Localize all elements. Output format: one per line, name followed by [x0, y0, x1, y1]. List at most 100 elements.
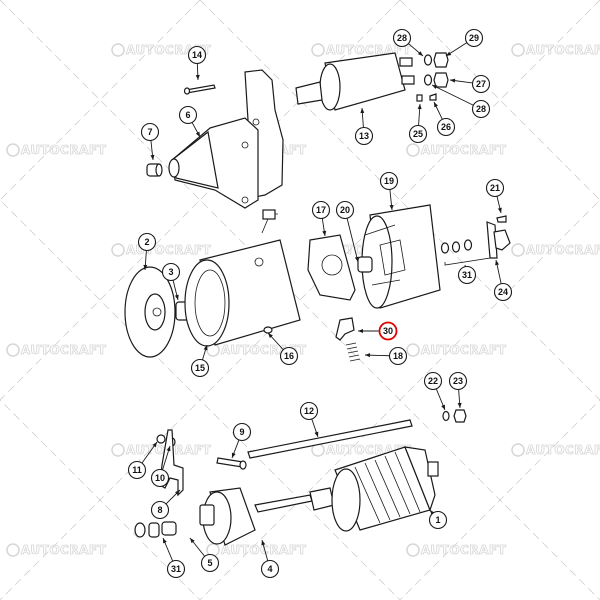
callout-circle — [423, 371, 443, 391]
callout-24[interactable]: 24 — [493, 282, 513, 302]
callout-circle — [150, 468, 170, 488]
arrow-head-icon — [268, 333, 273, 339]
callout-circle — [335, 200, 355, 220]
callout-circle — [428, 510, 448, 530]
callout-16[interactable]: 16 — [279, 346, 299, 366]
callout-circle — [493, 282, 513, 302]
callout-2[interactable]: 2 — [137, 232, 157, 252]
callout-circle — [187, 45, 207, 65]
callout-9[interactable]: 9 — [232, 422, 252, 442]
arrow-head-icon — [175, 490, 180, 495]
arrow-head-icon — [360, 108, 365, 114]
arrow-head-icon — [446, 51, 452, 56]
callout-label: 12 — [304, 406, 314, 416]
part-washers-nuts-27-29 — [416, 52, 449, 102]
callout-25[interactable]: 25 — [408, 124, 428, 144]
callout-27[interactable]: 27 — [471, 74, 491, 94]
watermark: AUTOCRAFT — [406, 143, 506, 157]
callout-circle — [190, 358, 210, 378]
callout-17[interactable]: 17 — [311, 200, 331, 220]
watermark: AUTOCRAFT — [111, 243, 211, 257]
arrow-head-icon — [417, 51, 423, 56]
callout-14[interactable]: 14 — [187, 45, 207, 65]
callout-circle — [471, 99, 491, 119]
arrow-head-icon — [174, 294, 179, 300]
callout-circle — [260, 559, 280, 579]
callout-label: 25 — [413, 129, 423, 139]
watermark-text: AUTOCRAFT — [526, 43, 600, 57]
part-armature-1 — [254, 446, 439, 532]
callout-1[interactable]: 1 — [428, 510, 448, 530]
callout-20[interactable]: 20 — [335, 200, 355, 220]
callout-label: 1 — [435, 515, 440, 525]
arrow-head-icon — [143, 264, 148, 270]
arrow-head-icon — [495, 260, 500, 266]
callout-26[interactable]: 26 — [436, 117, 456, 137]
callout-30[interactable]: 30 — [378, 321, 398, 341]
watermark-text: AUTOCRAFT — [21, 343, 107, 357]
callout-label: 15 — [195, 363, 205, 373]
callout-label: 19 — [384, 176, 394, 186]
callout-11[interactable]: 11 — [127, 460, 147, 480]
callout-12[interactable]: 12 — [299, 401, 319, 421]
callout-label: 17 — [316, 205, 326, 215]
callout-label: 30 — [383, 326, 393, 336]
callout-label: 10 — [155, 473, 165, 483]
watermark: AUTOCRAFT — [406, 543, 507, 557]
callout-label: 18 — [393, 351, 403, 361]
callout-19[interactable]: 19 — [379, 171, 399, 191]
callout-label: 5 — [207, 558, 212, 568]
callout-3[interactable]: 3 — [161, 262, 181, 282]
callout-circle — [299, 401, 319, 421]
callout-18[interactable]: 18 — [388, 346, 408, 366]
callout-label: 16 — [284, 351, 294, 361]
watermark-text: AUTOCRAFT — [221, 543, 307, 557]
callout-label: 20 — [340, 205, 350, 215]
callout-circle — [137, 232, 157, 252]
callout-label: 24 — [498, 287, 508, 297]
part-bolt-14 — [183, 84, 216, 95]
callout-10[interactable]: 10 — [150, 468, 170, 488]
callout-7[interactable]: 7 — [140, 122, 160, 142]
callout-circle — [354, 126, 374, 146]
callout-29[interactable]: 29 — [464, 28, 484, 48]
part-end-cover-19 — [357, 204, 441, 309]
callout-31[interactable]: 31 — [166, 559, 186, 579]
callout-31[interactable]: 31 — [457, 265, 477, 285]
callout-5[interactable]: 5 — [200, 553, 220, 573]
part-washers-31-cap-24 — [440, 215, 511, 266]
callout-28[interactable]: 28 — [392, 28, 412, 48]
arrow-head-icon — [457, 402, 462, 408]
callout-label: 22 — [428, 376, 438, 386]
callout-label: 6 — [185, 110, 190, 120]
callout-4[interactable]: 4 — [260, 559, 280, 579]
callout-circle — [464, 28, 484, 48]
part-through-bolt-12 — [247, 419, 413, 459]
arrow-head-icon — [195, 74, 200, 80]
arrow-head-icon — [166, 446, 171, 452]
arrow-head-icon — [163, 538, 167, 544]
watermark: AUTOCRAFT — [6, 343, 107, 357]
callout-23[interactable]: 23 — [448, 371, 468, 391]
callout-15[interactable]: 15 — [190, 358, 210, 378]
arrow-head-icon — [450, 78, 456, 83]
callout-8[interactable]: 8 — [150, 500, 170, 520]
watermark: AUTOCRAFT — [111, 443, 211, 457]
callout-21[interactable]: 21 — [485, 178, 505, 198]
callout-circle — [388, 346, 408, 366]
arrow-head-icon — [322, 230, 327, 236]
part-bushes-31-5 — [134, 521, 177, 538]
callout-6[interactable]: 6 — [178, 105, 198, 125]
callout-13[interactable]: 13 — [354, 126, 374, 146]
watermark-text: AUTOCRAFT — [421, 543, 507, 557]
arrow-head-icon — [354, 256, 359, 262]
part-drive-end-housing-6 — [168, 69, 284, 209]
callout-28[interactable]: 28 — [471, 99, 491, 119]
callout-circle — [279, 346, 299, 366]
watermark-text: AUTOCRAFT — [421, 343, 507, 357]
part-spring-18 — [345, 342, 361, 362]
arrow-head-icon — [231, 452, 236, 458]
callout-22[interactable]: 22 — [423, 371, 443, 391]
callout-circle — [471, 74, 491, 94]
